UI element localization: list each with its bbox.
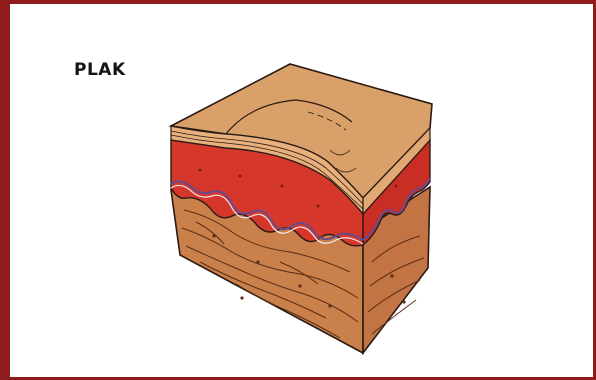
plaque-skin-block-illustration <box>0 0 596 380</box>
